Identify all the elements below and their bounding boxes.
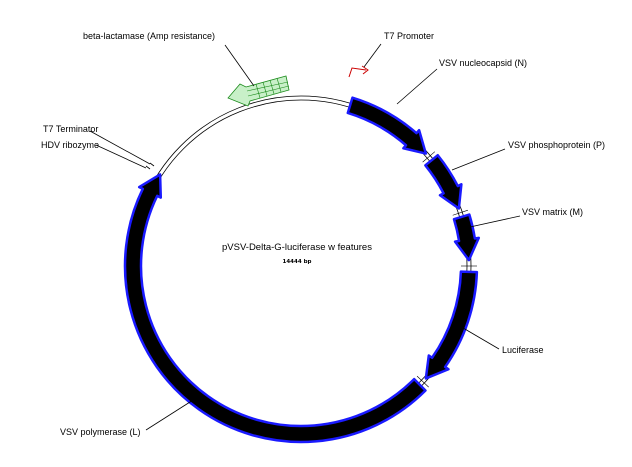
vsv-p-label: VSV phosphoprotein (P)	[508, 140, 605, 150]
hdv-ribozyme-tick	[145, 165, 151, 170]
t7-terminator-label: T7 Terminator	[43, 124, 98, 134]
vsv-l-gene	[123, 173, 427, 444]
plasmid-length: 14444 bp	[283, 259, 312, 265]
t7-promoter-arrow	[348, 65, 369, 78]
beta-lactamase-label: beta-lactamase (Amp resistance)	[83, 31, 215, 41]
plasmid-name: pVSV-Delta-G-luciferase w features	[222, 242, 372, 253]
hdv-ribozyme-label: HDV ribozyme	[41, 140, 99, 150]
vsv-p-gene	[424, 153, 463, 210]
vsv-l-label: VSV polymerase (L)	[60, 427, 141, 437]
luciferase-label: Luciferase	[502, 345, 544, 355]
gene-features	[123, 96, 481, 444]
gene-junction-tick	[422, 151, 436, 163]
luciferase-gene	[424, 270, 479, 380]
vsv-m-gene	[452, 213, 481, 262]
gene-junction-tick	[452, 209, 469, 216]
label-leader-lines	[89, 43, 521, 431]
gene-junction-tick	[416, 375, 429, 388]
t7-promoter-label: T7 Promoter	[384, 31, 434, 41]
vsv-m-label: VSV matrix (M)	[522, 207, 583, 217]
vsv-n-label: VSV nucleocapsid (N)	[439, 58, 527, 68]
beta-lactamase-feature	[227, 75, 290, 107]
vsv-n-gene	[346, 96, 428, 155]
t7-terminator-tick	[149, 162, 155, 167]
